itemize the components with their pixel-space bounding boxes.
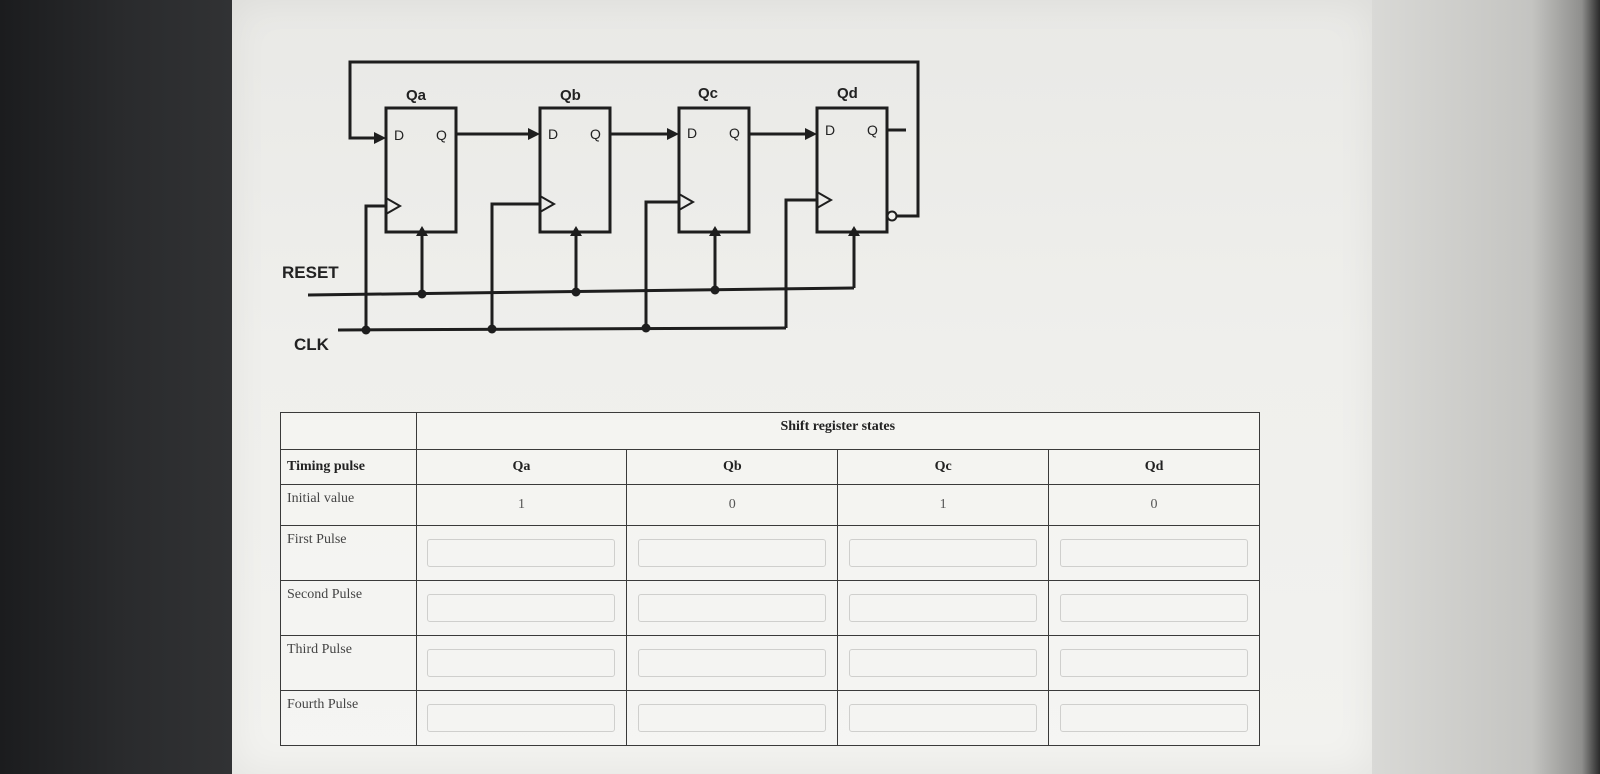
flipflop-a-d-pin: D — [394, 127, 404, 143]
fourth-pulse-qc-input[interactable] — [849, 704, 1038, 732]
initial-value-row: Initial value 1 0 1 0 — [280, 484, 1260, 526]
initial-qd-value: 0 — [1048, 484, 1260, 526]
first-pulse-qb-input[interactable] — [638, 539, 827, 567]
monitor-bezel-right — [1372, 0, 1600, 774]
second-pulse-qa-input[interactable] — [427, 594, 616, 622]
flipflop-d-q-pin: Q — [867, 122, 878, 138]
second-pulse-qd-input[interactable] — [1060, 594, 1249, 622]
flipflop-c-q-pin: Q — [729, 125, 740, 141]
row-label-fourth-pulse: Fourth Pulse — [280, 690, 417, 746]
fourth-pulse-row: Fourth Pulse — [280, 690, 1260, 746]
second-pulse-qb-input[interactable] — [638, 594, 827, 622]
first-pulse-row: First Pulse — [280, 525, 1260, 581]
initial-qc-value: 1 — [837, 484, 1050, 526]
flipflop-b-label: Qb — [560, 87, 581, 104]
fourth-pulse-qa-input[interactable] — [427, 704, 616, 732]
column-header-qa: Qa — [415, 449, 628, 485]
first-pulse-qc-input[interactable] — [849, 539, 1038, 567]
third-pulse-qd-input[interactable] — [1060, 649, 1249, 677]
column-header-qc: Qc — [837, 449, 1050, 485]
shift-register-states-header: Shift register states — [415, 412, 1261, 450]
column-header-qb: Qb — [626, 449, 839, 485]
timing-pulse-header: Timing pulse — [280, 449, 417, 485]
table-title-row: Shift register states — [280, 412, 1261, 450]
row-label-initial: Initial value — [280, 484, 417, 526]
flipflop-a-q-pin: Q — [436, 127, 447, 143]
fourth-pulse-qb-input[interactable] — [638, 704, 827, 732]
flipflop-d-label: Qd — [837, 85, 858, 102]
second-pulse-row: Second Pulse — [280, 580, 1260, 636]
third-pulse-qc-input[interactable] — [849, 649, 1038, 677]
monitor-bezel-left — [0, 0, 232, 774]
table-header-row: Timing pulse Qa Qb Qc Qd — [280, 449, 1260, 485]
third-pulse-qa-input[interactable] — [427, 649, 616, 677]
flipflop-b-q-pin: Q — [590, 126, 601, 142]
shift-register-diagram: Qa Qb Qc Qd D Q D Q D Q D Q RESET CLK — [282, 60, 920, 354]
first-pulse-qd-input[interactable] — [1060, 539, 1249, 567]
initial-qa-value: 1 — [415, 484, 628, 526]
row-label-second-pulse: Second Pulse — [280, 580, 417, 636]
fourth-pulse-qd-input[interactable] — [1060, 704, 1249, 732]
flipflop-d-d-pin: D — [825, 122, 835, 138]
reset-label: RESET — [282, 263, 339, 282]
shift-register-table: Shift register states Timing pulse Qa Qb… — [280, 412, 1261, 746]
flipflop-a-label: Qa — [406, 87, 427, 104]
flipflop-c-label: Qc — [698, 85, 718, 102]
second-pulse-qc-input[interactable] — [849, 594, 1038, 622]
row-label-first-pulse: First Pulse — [280, 525, 417, 581]
column-header-qd: Qd — [1048, 449, 1260, 485]
third-pulse-row: Third Pulse — [280, 635, 1260, 691]
third-pulse-qb-input[interactable] — [638, 649, 827, 677]
initial-qb-value: 0 — [626, 484, 839, 526]
clk-label: CLK — [294, 335, 330, 354]
flipflop-b-d-pin: D — [548, 126, 558, 142]
flipflop-c-d-pin: D — [687, 125, 697, 141]
row-label-third-pulse: Third Pulse — [280, 635, 417, 691]
table-corner-cell — [280, 412, 417, 450]
first-pulse-qa-input[interactable] — [427, 539, 616, 567]
